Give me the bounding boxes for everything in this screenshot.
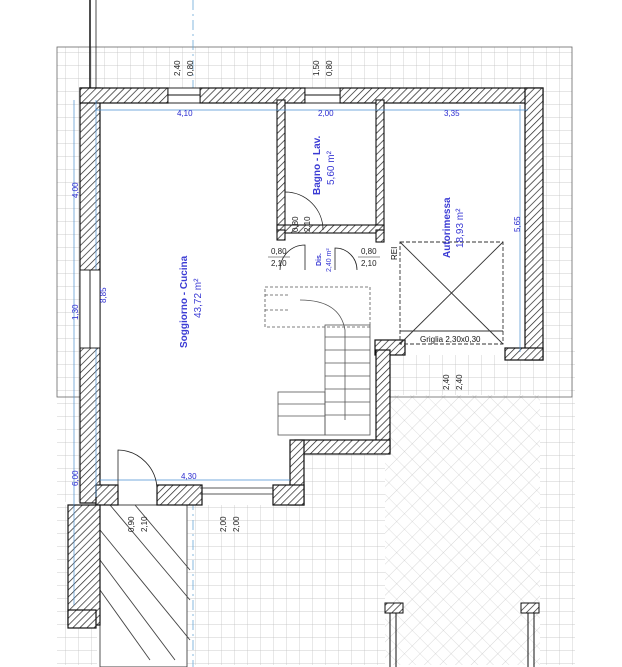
dim-door-left-b: 2,10 — [271, 259, 287, 268]
room-name-bagno: Bagno - Lav. — [312, 136, 323, 195]
room-name-dis: Dis. — [316, 253, 323, 266]
room-name-soggiorno: Soggiorno - Cucina — [179, 255, 190, 348]
room-area-bagno: 5,60 m² — [326, 150, 337, 185]
dim-width-335: 3,35 — [444, 109, 460, 118]
dim-bottom-opening-a: 2,00 — [219, 516, 228, 532]
interior-walls — [276, 99, 385, 243]
dim-width-200: 2,00 — [318, 109, 334, 118]
room-labels: Soggiorno - Cucina 43,72 m² Bagno - Lav.… — [179, 136, 466, 348]
dim-garage-door-a: 2,40 — [442, 374, 451, 390]
dim-width-430: 4,30 — [181, 472, 197, 481]
dim-door-right-a: 0,80 — [361, 247, 377, 256]
dim-top-window-left-a: 2,40 — [173, 60, 182, 76]
dim-top-window-left-b: 0,80 — [186, 60, 195, 76]
dim-width-410: 4,10 — [177, 109, 193, 118]
interior-floor — [97, 103, 528, 497]
room-area-autorimessa: 18,93 m² — [455, 208, 466, 248]
dim-height-600: 6,00 — [71, 470, 80, 486]
room-area-soggiorno: 43,72 m² — [193, 278, 204, 318]
dim-top-window-right-b: 0,80 — [325, 60, 334, 76]
room-name-autorimessa: Autorimessa — [442, 197, 453, 258]
griglia-label: Griglia 2,30x0,30 — [420, 335, 481, 344]
dim-door-bagno-b: 2,10 — [303, 216, 312, 232]
garage-grille — [399, 241, 504, 345]
interior-stairs — [264, 286, 371, 436]
dim-height-565: 5,65 — [513, 216, 522, 232]
dim-door-bagno-a: 0,80 — [291, 216, 300, 232]
doors — [117, 191, 358, 495]
dim-entry-door-b: 2,10 — [140, 516, 149, 532]
dim-entry-door-a: 0,90 — [127, 516, 136, 532]
rei-label: REI — [390, 247, 399, 260]
dim-height-400: 4,00 — [71, 182, 80, 198]
dim-garage-door-b: 2,40 — [455, 374, 464, 390]
porch-posts — [384, 602, 540, 667]
dimension-texts: 2,40 0,80 1,50 0,80 4,10 2,00 3,35 4,30 … — [71, 60, 522, 532]
dim-height-885: 8,85 — [99, 287, 108, 303]
left-window — [79, 269, 101, 349]
top-windows — [167, 87, 341, 104]
dim-door-right-b: 2,10 — [361, 259, 377, 268]
room-area-dis: 2,40 m² — [326, 248, 333, 272]
dim-top-window-right-a: 1,50 — [312, 60, 321, 76]
dim-bottom-opening-b: 2,00 — [232, 516, 241, 532]
dimension-lines — [73, 100, 528, 605]
dim-door-left-a: 0,80 — [271, 247, 287, 256]
dim-height-130: 1,30 — [71, 304, 80, 320]
